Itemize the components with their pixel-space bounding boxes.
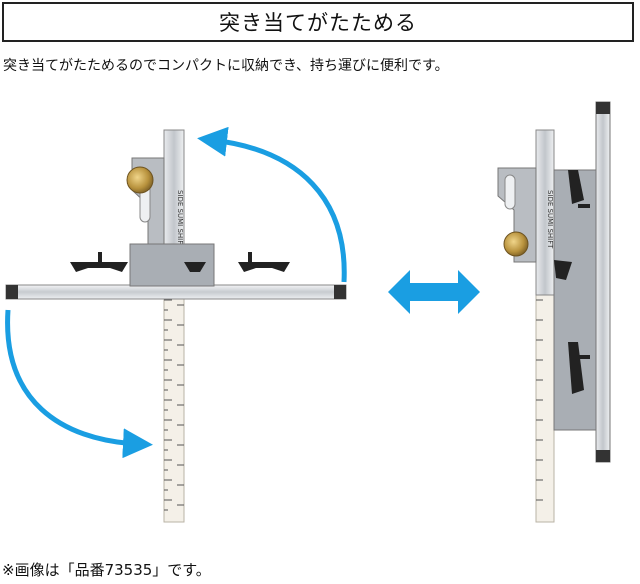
page-title-box: 突き当てがたためる [2, 2, 634, 42]
stock-engraving-left: SIDE SUMI SHIFT [176, 190, 184, 249]
wing-knob-right-1 [568, 170, 590, 208]
wing-knob-left-2 [238, 252, 290, 272]
footnote-text: ※画像は「品番73535」です。 [2, 561, 211, 579]
ruler-blade-right [535, 289, 555, 523]
brass-knob-right [503, 231, 529, 257]
brass-knob-left [126, 166, 154, 194]
horizontal-fence [5, 284, 347, 300]
rotate-arrow-top [197, 126, 347, 283]
stock-engraving-right: SIDE SUMI SHIFT [546, 190, 554, 249]
wing-knob-left-1 [70, 252, 128, 272]
tool-unfolded: SIDE SUMI SHIFT [5, 129, 347, 523]
folded-fence [595, 101, 611, 463]
double-arrow-icon [388, 270, 480, 314]
tool-folded: SIDE SUMI SHIFT [497, 101, 611, 523]
wing-knob-right-2 [568, 342, 590, 394]
page-title: 突き当てがたためる [219, 11, 417, 35]
description-text: 突き当てがたためるのでコンパクトに収納でき、持ち運びに便利です。 [3, 58, 449, 74]
rotate-arrow-bottom [5, 309, 153, 459]
